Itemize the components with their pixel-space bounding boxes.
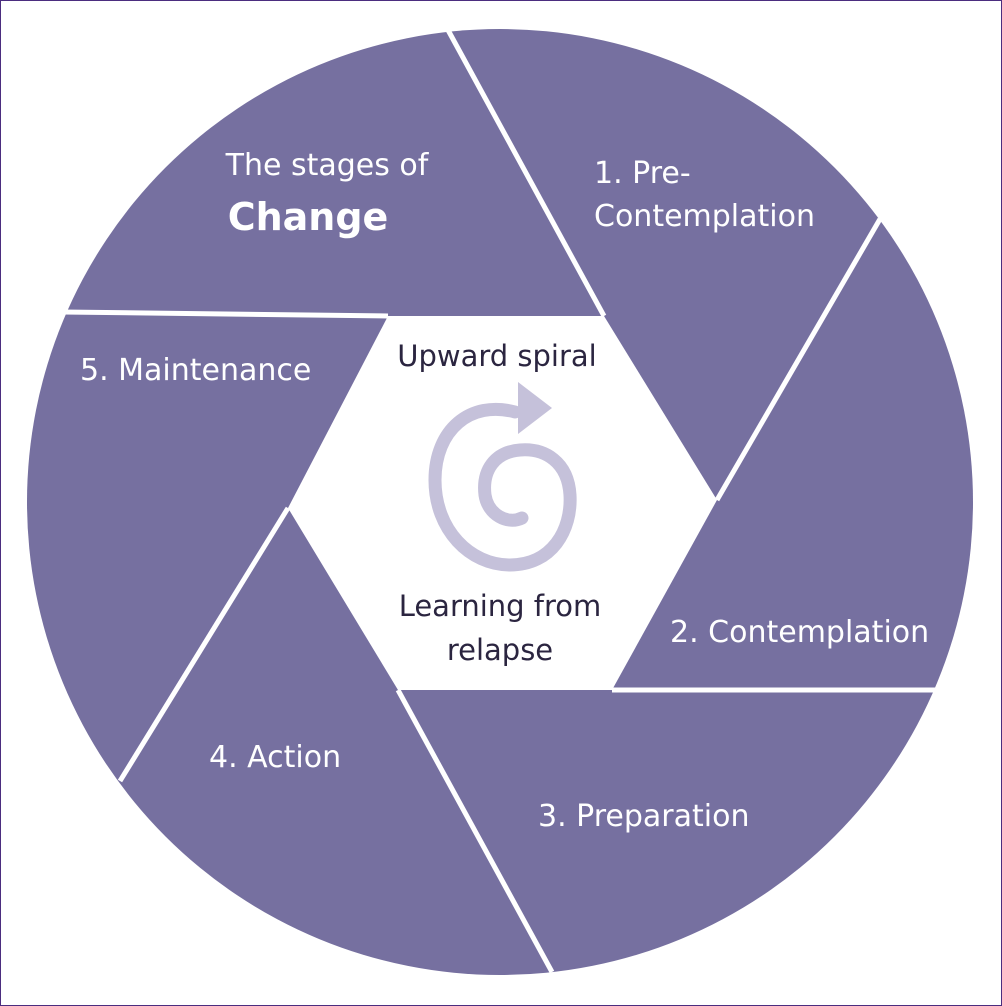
divider-1 xyxy=(445,28,607,318)
center-bottom-label-line1: Learning from xyxy=(399,589,602,623)
divider-6 xyxy=(61,309,389,319)
stage-4-label: 4. Action xyxy=(209,740,341,775)
stage-2-label: 2. Contemplation xyxy=(670,615,929,650)
divider-2 xyxy=(714,217,883,502)
stage-1-label-line2: Contemplation xyxy=(594,199,815,234)
stage-3-label: 3. Preparation xyxy=(538,799,749,834)
spiral-arrowhead-icon xyxy=(518,382,552,434)
center-bottom-label-line2: relapse xyxy=(447,633,553,667)
diagram-title-line2: Change xyxy=(228,195,389,239)
center-hexagon xyxy=(288,316,717,690)
segment-dividers xyxy=(61,28,944,974)
diagram-title-line1: The stages of xyxy=(225,148,430,183)
stage-1-label-line1: 1. Pre- xyxy=(594,156,691,191)
upward-spiral-icon xyxy=(428,402,577,572)
stage-5-label: 5. Maintenance xyxy=(80,353,311,388)
divider-5 xyxy=(117,506,291,783)
divider-4 xyxy=(395,688,555,974)
center-top-label: Upward spiral xyxy=(397,339,597,373)
